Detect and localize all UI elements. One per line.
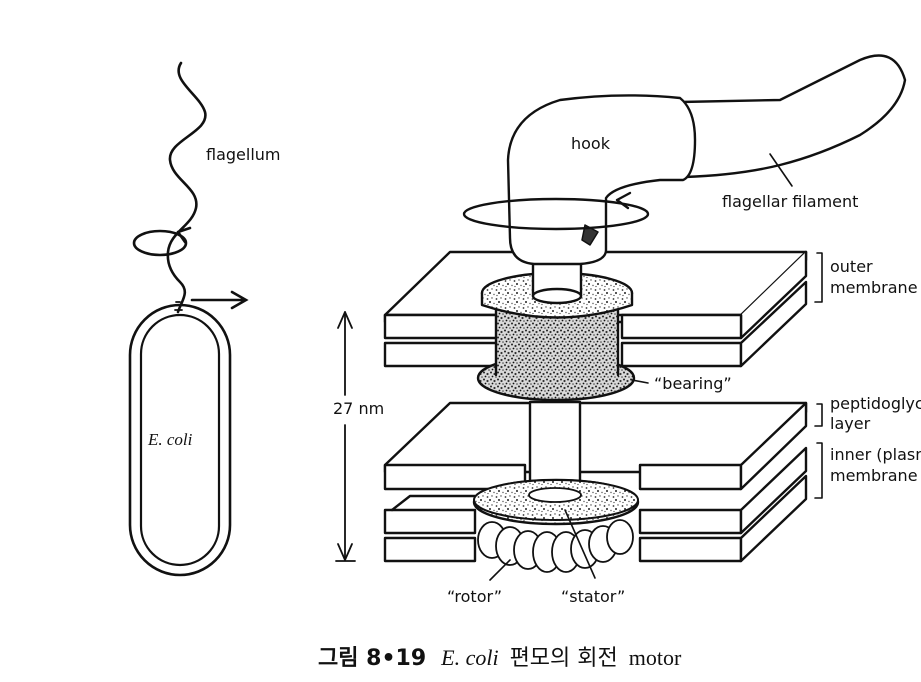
scale-arrow [335, 311, 356, 562]
caption-species: E. coli [441, 645, 499, 670]
inner-membrane-label-1: inner (plasma) [830, 445, 921, 464]
rotation-arrow-loop [132, 229, 188, 257]
caption-prefix: 그림 8•19 [318, 646, 427, 671]
hook-label: hook [571, 134, 610, 153]
cell-wall-outer [128, 303, 232, 577]
swim-direction-arrow [190, 290, 249, 310]
inner-membrane-label-2: membrane [830, 466, 918, 485]
caption-korean: 편모의 회전 [509, 646, 618, 671]
figure-caption: 그림 8•19 E. coli 편모의 회전 motor [318, 640, 681, 672]
rotor-label: “rotor” [447, 587, 503, 606]
rotation-arrow-head [176, 226, 192, 244]
scale-label: 27 nm [333, 399, 385, 418]
outer-membrane-label-1: outer [830, 257, 873, 276]
caption-english: motor [628, 645, 682, 670]
hook [506, 94, 697, 266]
outer-membrane-label-2: membrane [830, 278, 918, 297]
peptidoglycan-bracket [814, 403, 823, 427]
flagellum-label: flagellum [206, 145, 281, 164]
peptidoglycan-label-1: peptidoglycan [830, 394, 921, 413]
cell-wall-inner [139, 313, 221, 567]
peptidoglycan-label-2: layer [830, 414, 871, 433]
filament-label: flagellar filament [722, 192, 859, 211]
rotor-lobes [477, 519, 634, 573]
hook-dark-mark [581, 224, 599, 246]
flagellar-filament [678, 54, 907, 179]
outer-membrane-bracket [814, 252, 823, 303]
cell-label: E. coli [148, 430, 193, 449]
inner-membrane [383, 446, 808, 563]
inner-membrane-bracket [814, 442, 823, 499]
motor-panel [335, 54, 907, 581]
cell-panel [128, 61, 249, 577]
stator-label: “stator” [561, 587, 626, 606]
flagellum-wave [166, 61, 207, 314]
bearing-label: “bearing” [654, 374, 732, 393]
hook-rotation-loop [462, 197, 650, 231]
peptidoglycan-layer [383, 401, 808, 491]
